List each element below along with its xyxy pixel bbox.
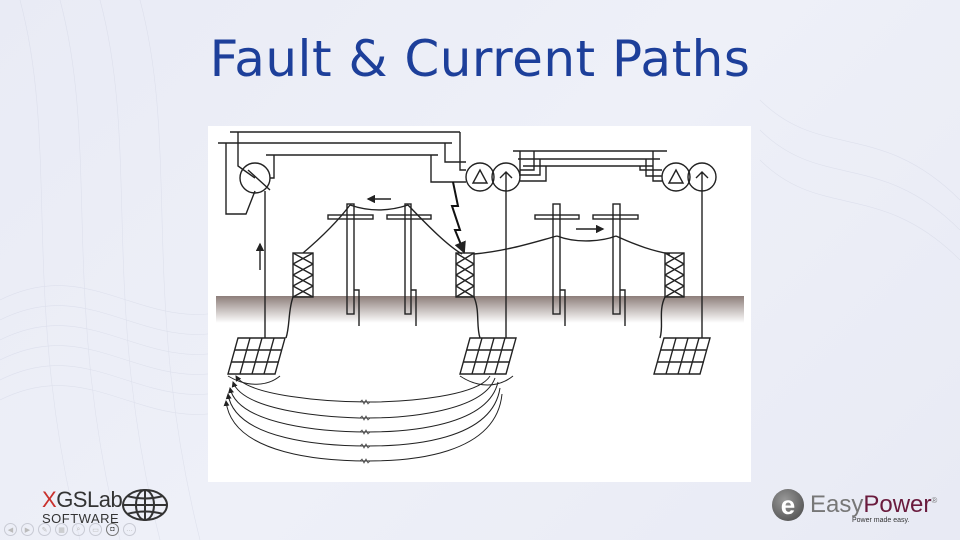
tower-middle: [455, 252, 475, 298]
ground-grid-right: [653, 337, 711, 375]
next-icon[interactable]: ▶: [21, 523, 34, 536]
slides-icon[interactable]: ▦: [55, 523, 68, 536]
camera-icon[interactable]: ◘: [106, 523, 119, 536]
resistor-symbols: [359, 399, 371, 464]
tower-left: [292, 252, 314, 298]
fault-lightning: [450, 181, 466, 254]
ground-grid-left: [227, 337, 286, 375]
globe-icon: [122, 489, 168, 521]
slide-title: Fault & Current Paths: [209, 30, 751, 88]
easypower-power: Power: [863, 491, 932, 518]
ground-band: [216, 296, 744, 323]
tower-right: [664, 252, 685, 298]
easypower-tagline: Power made easy.: [852, 517, 910, 524]
source-transformer: [239, 162, 271, 194]
pen-icon[interactable]: ✎: [38, 523, 51, 536]
easypower-easy: Easy: [810, 491, 864, 518]
zoom-icon[interactable]: ⌕: [72, 523, 85, 536]
ground-grid-middle: [459, 337, 517, 375]
xgslab-logo-x: X: [42, 487, 57, 512]
more-icon[interactable]: …: [123, 523, 136, 536]
registered-mark: ®: [931, 496, 938, 505]
subtitles-icon[interactable]: ▭: [89, 523, 102, 536]
fault-current-paths-diagram: [208, 126, 751, 482]
xgslab-logo-name: GSLab: [56, 487, 123, 512]
presentation-controls: ◀ ▶ ✎ ▦ ⌕ ▭ ◘ …: [4, 523, 136, 536]
easypower-e-icon: e: [772, 489, 804, 521]
xgslab-logo: XGSLab SOFTWARE: [42, 487, 123, 527]
xgslab-logo-sub: SOFTWARE: [42, 511, 120, 526]
previous-icon[interactable]: ◀: [4, 523, 17, 536]
